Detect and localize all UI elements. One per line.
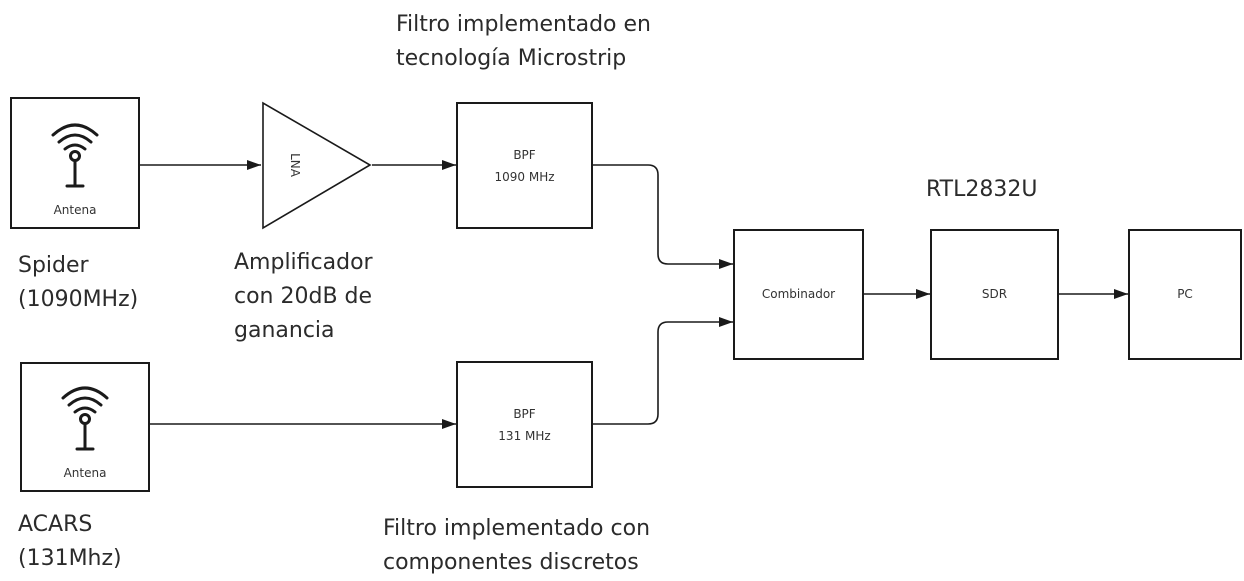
antenna-bottom-caption-line1: ACARS [18,512,93,537]
antenna-bottom-label: Antena [63,466,107,480]
bottom-filter-note-line1: Filtro implementado con [383,516,651,541]
antenna-bottom-caption: ACARS (131Mhz) [18,508,122,576]
combiner-box: Combinador [733,229,864,360]
antenna-top-box: Antena [10,97,140,229]
antenna-icon [51,123,99,188]
pc-box: PC [1128,229,1242,360]
antenna-bottom-box: Antena [20,362,150,492]
lna-caption: Amplificador con 20dB de ganancia [234,246,373,348]
top-filter-note: Filtro implementado en tecnología Micros… [396,8,651,76]
antenna-top-caption-line1: Spider [18,253,89,278]
lna-caption-line1: Amplificador [234,250,373,275]
bpf-bottom-freq: 131 MHz [498,429,551,443]
pc-label: PC [1177,287,1193,301]
lna-label: LNA [287,153,302,177]
sdr-label: SDR [981,287,1008,301]
antenna-top-caption-line2: (1090MHz) [18,287,139,312]
sdr-chip-label: RTL2832U [926,177,1038,202]
bpf-top-label: BPF [513,148,536,162]
bpf-bottom-label: BPF [513,407,536,421]
lna-triangle [262,101,372,230]
bpf-top-box: BPF 1090 MHz [456,102,593,229]
lna-caption-line3: ganancia [234,318,335,343]
antenna-top-label: Antena [53,203,97,217]
antenna-icon [61,386,109,451]
bpf-bottom-box: BPF 131 MHz [456,361,593,488]
lna-caption-line2: con 20dB de [234,284,373,309]
wire-bpf-top-to-combiner [593,164,733,269]
sdr-box: SDR [930,229,1059,360]
antenna-top-caption: Spider (1090MHz) [18,249,138,317]
bottom-filter-note-line2: componentes discretos [383,550,639,575]
top-filter-note-line2: tecnología Microstrip [396,46,627,71]
top-filter-note-line1: Filtro implementado en [396,12,651,37]
combiner-label: Combinador [761,287,836,301]
wire-bpf-bottom-to-combiner [593,317,733,425]
bpf-top-freq: 1090 MHz [494,170,555,184]
bottom-filter-note: Filtro implementado con componentes disc… [383,512,650,580]
antenna-bottom-caption-line2: (131Mhz) [18,546,122,571]
